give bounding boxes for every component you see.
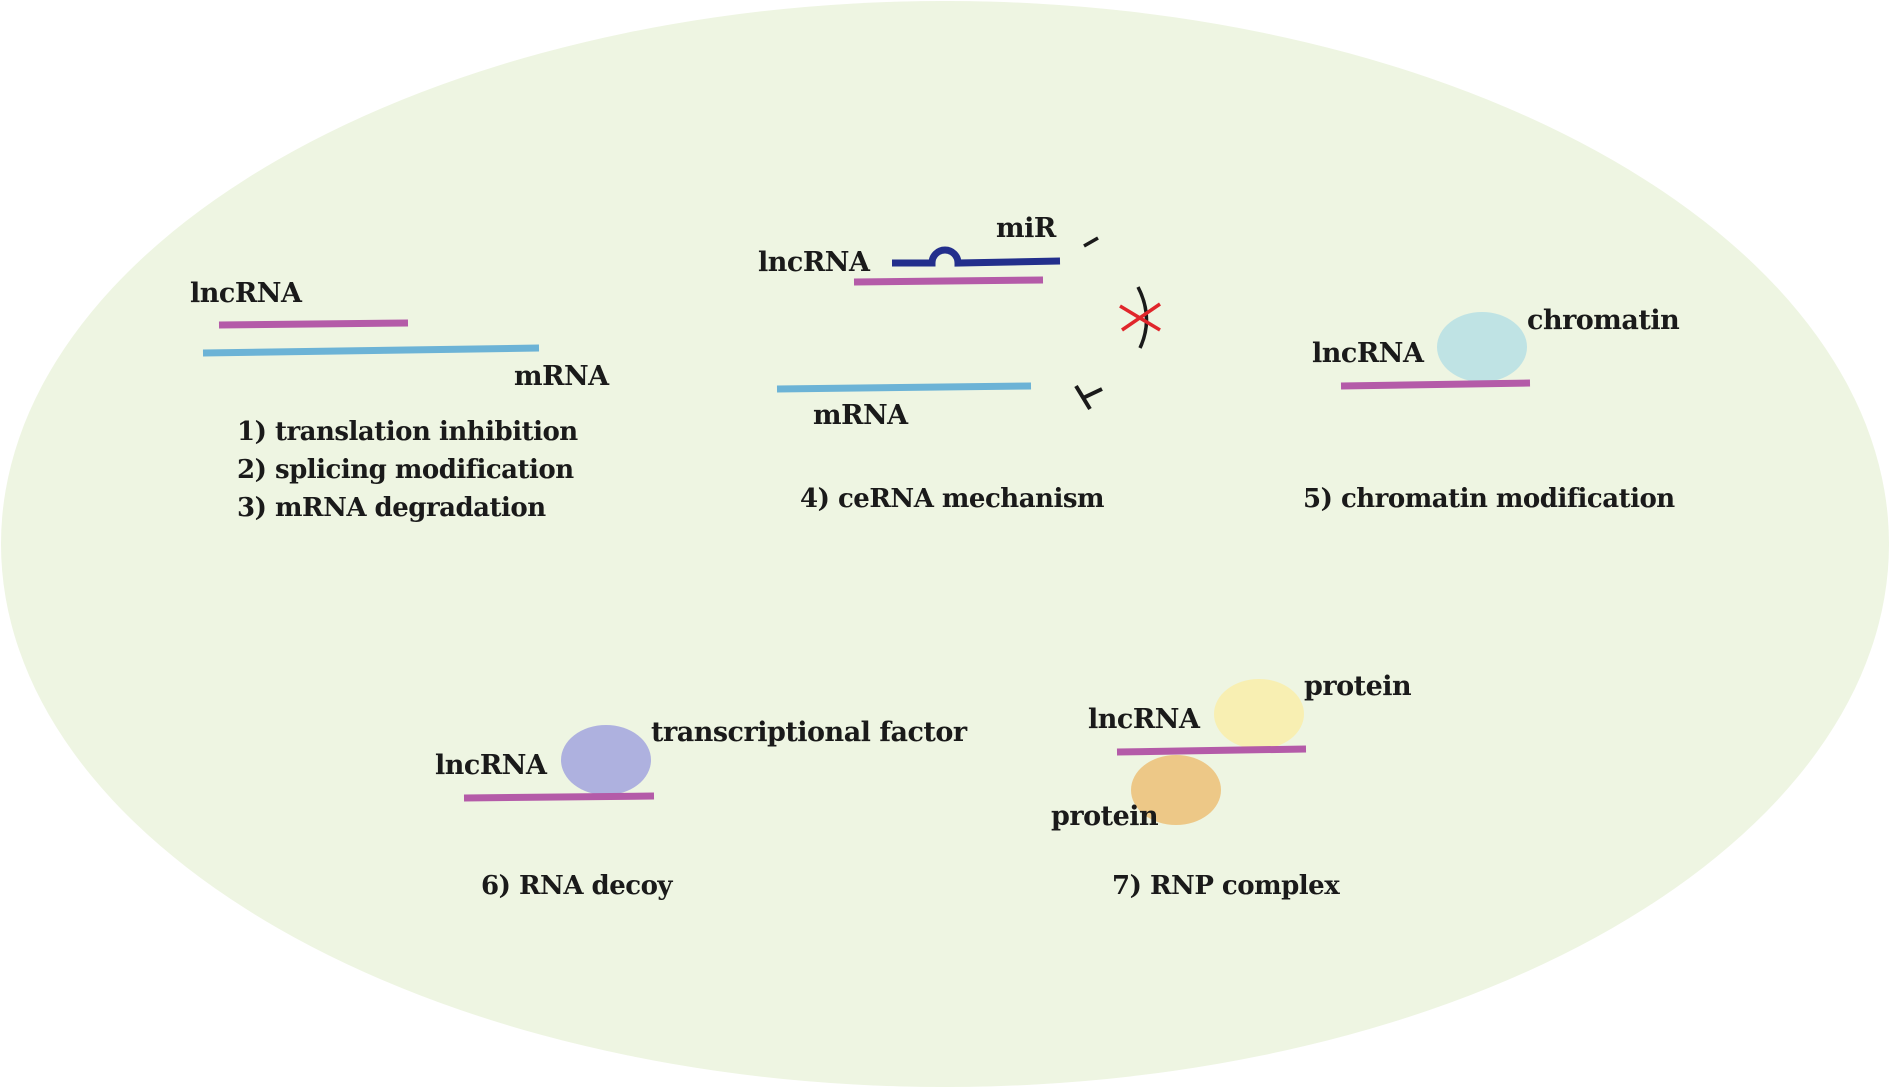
panel1-lncrna-strand bbox=[218, 319, 409, 329]
panel5-lncrna-strand bbox=[1340, 379, 1531, 390]
protein-bottom-oval bbox=[1131, 755, 1221, 825]
panel1-lncrna-label: lncRNA bbox=[190, 278, 303, 309]
panel7-protein-top-label: protein bbox=[1304, 671, 1412, 702]
panel-7: lncRNA protein protein 7) RNP complex bbox=[1051, 671, 1413, 901]
panel1-caption-1: 1) translation inhibition bbox=[237, 417, 578, 447]
panel4-mir-strand bbox=[892, 246, 1061, 267]
panel-1-3: lncRNA mRNA 1) translation inhibition 2)… bbox=[190, 278, 611, 523]
panel-5: lncRNA chromatin 5) chromatin modificati… bbox=[1303, 305, 1681, 514]
panel6-caption: 6) RNA decoy bbox=[481, 871, 673, 901]
panel1-caption-2: 2) splicing modification bbox=[237, 455, 574, 485]
panel7-protein-bottom-label: protein bbox=[1051, 801, 1159, 832]
transcriptional-factor-oval bbox=[561, 725, 651, 795]
panel5-chromatin-label: chromatin bbox=[1527, 305, 1680, 336]
panel1-caption-3: 3) mRNA degradation bbox=[237, 493, 546, 523]
panel4-caption: 4) ceRNA mechanism bbox=[800, 484, 1104, 514]
panel1-mrna-label: mRNA bbox=[514, 361, 610, 392]
panel4-mir-label: miR bbox=[996, 213, 1057, 244]
panel6-lncrna-label: lncRNA bbox=[435, 750, 548, 781]
panel4-mrna-label: mRNA bbox=[813, 400, 909, 431]
panel4-lncrna-label: lncRNA bbox=[758, 247, 871, 278]
panel6-factor-label: transcriptional factor bbox=[651, 717, 968, 748]
chromatin-oval bbox=[1437, 312, 1527, 382]
panel7-lncrna-label: lncRNA bbox=[1088, 704, 1201, 735]
panel1-mrna-strand bbox=[202, 344, 540, 357]
panel5-caption: 5) chromatin modification bbox=[1303, 484, 1675, 514]
panel-4: lncRNA miR mRNA 4) ceRNA mechanism bbox=[758, 213, 1161, 514]
panel5-lncrna-label: lncRNA bbox=[1312, 338, 1425, 369]
panel6-lncrna-strand bbox=[463, 792, 655, 802]
panel4-mrna-strand bbox=[776, 382, 1032, 393]
panel4-inhibition-tbar bbox=[1074, 384, 1103, 411]
panel4-lncrna-strand bbox=[853, 276, 1044, 286]
panel4-bracket-middle bbox=[1136, 286, 1149, 349]
panel7-lncrna-strand bbox=[1116, 745, 1307, 756]
panel-6: lncRNA transcriptional factor 6) RNA dec… bbox=[435, 717, 968, 901]
panel4-cross-mark bbox=[1119, 302, 1161, 332]
protein-top-oval bbox=[1214, 679, 1304, 749]
panel4-bracket-top bbox=[1083, 236, 1099, 248]
panel7-caption: 7) RNP complex bbox=[1112, 871, 1340, 901]
